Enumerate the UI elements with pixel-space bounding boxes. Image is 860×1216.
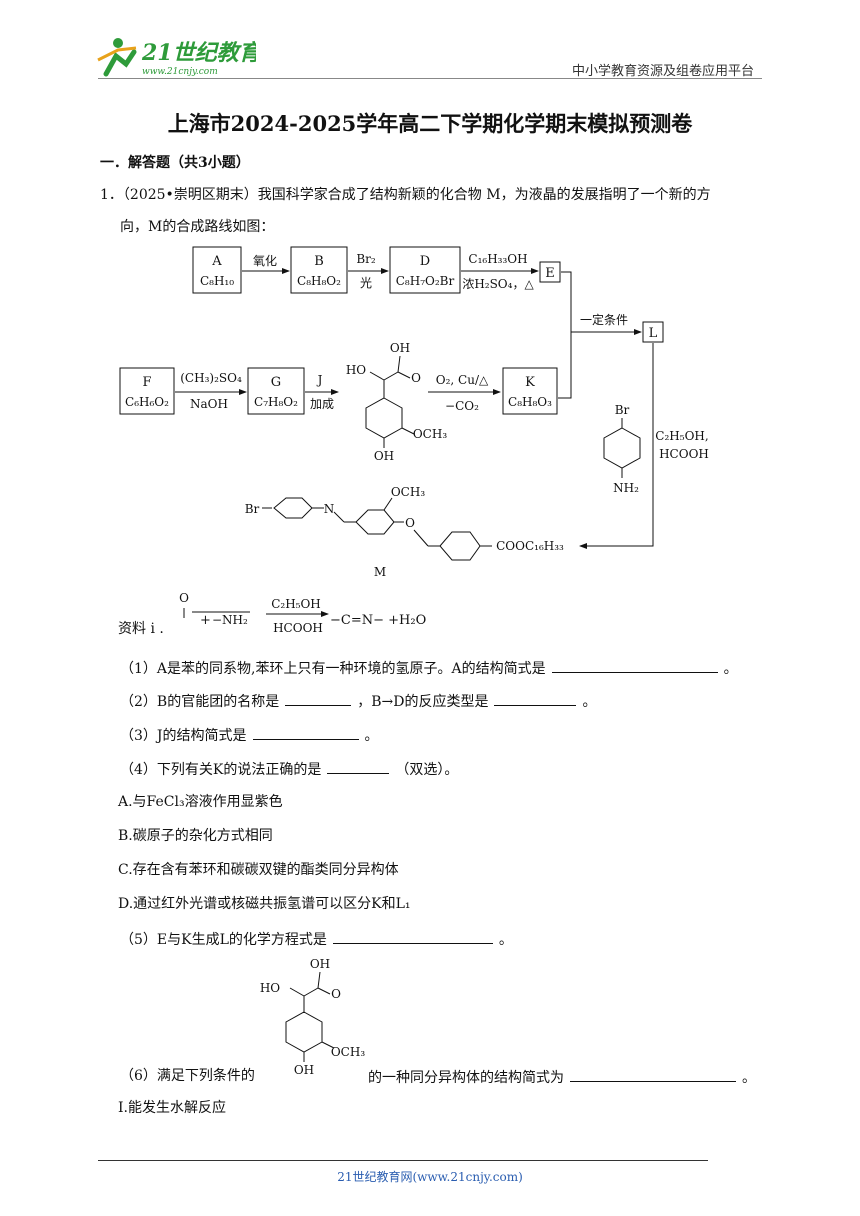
q1-part6: 的一种同分异构体的结构简式为。: [368, 1067, 756, 1087]
answer-blank-2b[interactable]: [494, 691, 577, 706]
reagent-condition: 一定条件: [580, 312, 628, 327]
condition-1: Ⅰ.能发生水解反应: [118, 1100, 226, 1116]
label-oh-top: OH: [390, 341, 410, 355]
q1-intro-line1: 1．（2025•崇明区期末）我国科学家合成了结构新颖的化合物 M，为液晶的发展指…: [100, 187, 711, 203]
footer-divider: [98, 1160, 708, 1161]
answer-blank-6[interactable]: [570, 1067, 736, 1082]
q1-part4: （4）下列有关K的说法正确的是（双选）。: [120, 759, 458, 779]
label-och3: OCH₃: [413, 427, 447, 441]
site-logo: 21世纪教育 www.21cnjy.com: [97, 38, 256, 77]
reagent-o2-cu: O₂, Cu/△: [436, 373, 489, 387]
label-ho: HO: [346, 363, 366, 377]
answer-blank-1[interactable]: [551, 658, 718, 673]
res-o: O: [179, 591, 189, 605]
res-plus: +: [200, 613, 211, 628]
q1-part1: （1）A是苯的同系物,苯环上只有一种环境的氢原子。A的结构简式是。: [120, 658, 738, 678]
label-o: O: [411, 371, 421, 385]
svg-text:O: O: [331, 987, 341, 1001]
reagent-oxidation: 氧化: [253, 254, 277, 268]
reagent-addition: 加成: [310, 397, 334, 411]
node-f: F: [142, 375, 151, 390]
res-cond1: C₂H₅OH: [271, 597, 321, 611]
reagent-me2so4: (CH₃)₂SO₄: [180, 371, 242, 385]
node-a-formula: C₈H₁₀: [200, 274, 234, 288]
answer-blank-2a[interactable]: [285, 691, 352, 706]
node-k: K: [525, 375, 535, 390]
option-c: C.存在含有苯环和碳碳双键的酯类同分异构体: [118, 862, 399, 878]
section-heading: 一．解答题（共3小题）: [100, 155, 250, 171]
node-k-formula: C₈H₈O₃: [508, 395, 552, 409]
node-d-formula: C₈H₇O₂Br: [396, 274, 455, 288]
platform-name: 中小学教育资源及组卷应用平台: [571, 64, 754, 79]
svg-text:OH: OH: [310, 957, 330, 971]
reagent-c2h5oh: C₂H₅OH,: [655, 429, 708, 443]
node-d: D: [420, 254, 430, 269]
q1-part3: （3）J的结构简式是。: [120, 725, 379, 745]
svg-text:OCH₃: OCH₃: [331, 1045, 365, 1059]
node-l: L: [649, 326, 658, 341]
q1-part6-a: （6）满足下列条件的: [120, 1068, 255, 1084]
footer-text: 21世纪教育网(www.21cnjy.com): [337, 1170, 523, 1184]
q1-part5: （5）E与K生成L的化学方程式是。: [120, 929, 513, 949]
res-product: −C=N− +H₂O: [330, 613, 426, 628]
answer-blank-4[interactable]: [327, 759, 390, 774]
node-f-formula: C₆H₆O₂: [125, 395, 169, 409]
reagent-j: J: [316, 373, 323, 387]
m-och3: OCH₃: [391, 485, 425, 499]
node-e: E: [545, 266, 555, 281]
answer-blank-5[interactable]: [332, 929, 493, 944]
reagent-c16h33oh: C₁₆H₃₃OH: [468, 252, 527, 266]
synthesis-scheme: A C₈H₁₀ B C₈H₈O₂ D C₈H₇O₂Br E L 氧化 Br₂ 光…: [119, 246, 709, 635]
q1-part2: （2）B的官能团的名称是，B→D的反应类型是。: [120, 691, 596, 711]
m-br: Br: [245, 502, 260, 516]
reagent-light: 光: [360, 276, 372, 290]
label-nh2: NH₂: [613, 481, 639, 495]
res-cond2: HCOOH: [273, 621, 323, 635]
q1-intro-line2: 向，M的合成路线如图：: [120, 219, 275, 235]
option-b: B.碳原子的杂化方式相同: [118, 828, 273, 844]
page-title: 上海市2024-2025学年高二下学期化学期末模拟预测卷: [167, 111, 693, 136]
reagent-naoh: NaOH: [190, 397, 228, 411]
node-b: B: [314, 254, 324, 269]
node-b-formula: C₈H₈O₂: [297, 274, 341, 288]
option-d: D.通过红外光谱或核磁共振氢谱可以区分K和L₁: [118, 896, 411, 912]
logo-text: 21世纪教育: [141, 40, 256, 66]
option-a: A.与FeCl₃溶液作用显紫色: [118, 794, 283, 810]
label-br: Br: [615, 403, 630, 417]
node-g: G: [271, 375, 281, 390]
res-nh2: −NH₂: [212, 613, 248, 627]
reagent-hcooh: HCOOH: [659, 447, 709, 461]
header-divider: [98, 78, 762, 79]
svg-text:HO: HO: [260, 981, 280, 995]
m-label: M: [374, 565, 386, 579]
reagent-br2: Br₂: [356, 252, 376, 266]
reagent-co2: −CO₂: [445, 399, 479, 413]
svg-text:OH: OH: [294, 1063, 314, 1077]
label-oh-bottom: OH: [374, 449, 394, 463]
resource-label: 资料 i .: [118, 621, 164, 637]
mandelic-structure: OH HO O OCH₃ OH: [260, 957, 365, 1077]
logo-url: www.21cnjy.com: [142, 67, 218, 77]
node-g-formula: C₇H₈O₂: [254, 395, 298, 409]
answer-blank-3[interactable]: [252, 725, 359, 740]
m-ester: COOC₁₆H₃₃: [496, 539, 564, 553]
m-n: N: [324, 502, 335, 516]
m-o: O: [405, 516, 415, 530]
reagent-h2so4: 浓H₂SO₄，△: [462, 277, 534, 291]
node-a: A: [211, 254, 222, 269]
